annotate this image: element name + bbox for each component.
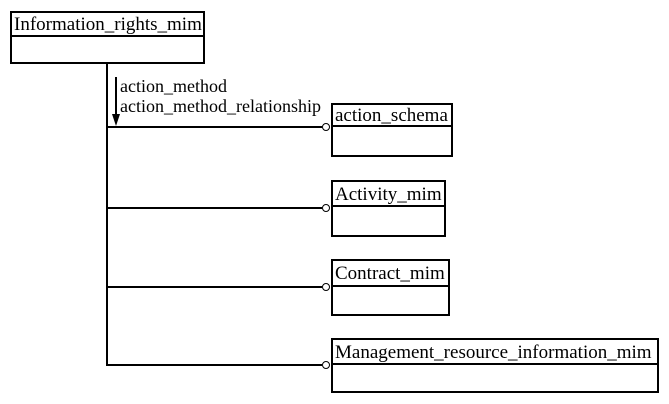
- open-circle-icon: [322, 283, 330, 291]
- schema-title: Management_resource_information_mim: [333, 340, 657, 365]
- schema-box-activity-mim[interactable]: Activity_mim: [331, 180, 446, 237]
- relationship-labels: action_method action_method_relationship: [120, 76, 321, 116]
- schema-box-information-rights-mim[interactable]: Information_rights_mim: [10, 11, 205, 64]
- connector-trunk-line: [106, 64, 108, 366]
- schema-box-management-resource-information-mim[interactable]: Management_resource_information_mim: [331, 338, 659, 393]
- relationship-arrow-line: [115, 77, 117, 115]
- relationship-label: action_method: [120, 76, 227, 96]
- schema-box-contract-mim[interactable]: Contract_mim: [331, 259, 450, 316]
- open-circle-icon: [322, 204, 330, 212]
- schema-title: Contract_mim: [333, 261, 448, 287]
- schema-title: Information_rights_mim: [12, 14, 203, 37]
- schema-box-action-schema[interactable]: action_schema: [331, 103, 453, 157]
- down-arrow-icon: [112, 114, 120, 126]
- schema-title: Activity_mim: [333, 182, 444, 207]
- open-circle-icon: [322, 361, 330, 369]
- schema-title: action_schema: [333, 105, 451, 127]
- branch-line-management-resource-information-mim: [106, 364, 322, 366]
- branch-line-action-schema: [106, 126, 322, 128]
- branch-line-activity-mim: [106, 207, 322, 209]
- relationship-label: action_method_relationship: [120, 95, 321, 116]
- open-circle-icon: [322, 123, 330, 131]
- branch-line-contract-mim: [106, 286, 322, 288]
